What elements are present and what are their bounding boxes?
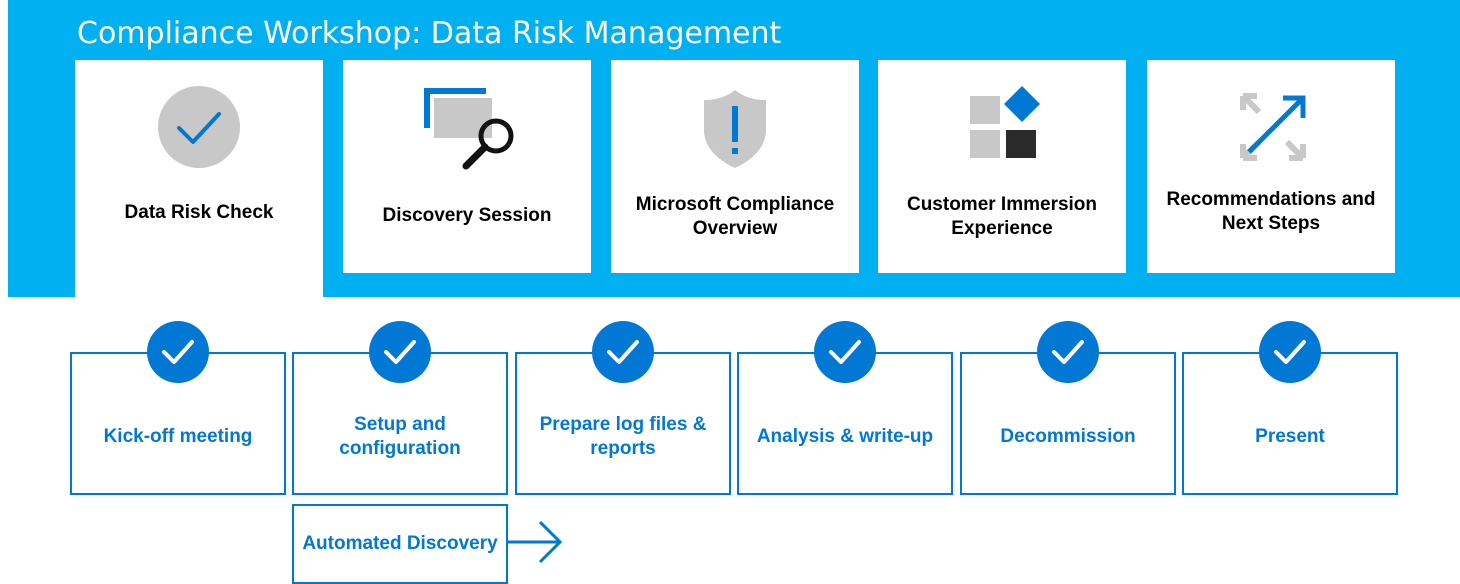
magnifier-windows-icon [343, 82, 591, 172]
step-label: Kick-off meeting [103, 425, 253, 447]
sub-step-automated-discovery[interactable]: Automated Discovery [292, 504, 508, 584]
sub-step-label: Automated Discovery [302, 533, 498, 554]
arrow-right-icon [508, 518, 568, 571]
step-label: Present [1255, 425, 1325, 447]
module-card-data-risk-check[interactable]: Data Risk Check [75, 60, 323, 300]
check-icon [369, 321, 431, 383]
module-card-recommendations[interactable]: Recommendations and Next Steps [1147, 60, 1395, 273]
module-label: Microsoft Compliance Overview [635, 194, 835, 239]
expand-arrows-icon [1147, 82, 1395, 172]
step-setup-configuration[interactable]: Setup and configuration [292, 352, 508, 495]
step-label: Decommission [1000, 425, 1136, 447]
check-icon [814, 321, 876, 383]
check-icon [147, 321, 209, 383]
page-title: Compliance Workshop: Data Risk Managemen… [77, 16, 782, 51]
module-card-compliance-overview[interactable]: Microsoft Compliance Overview [611, 60, 859, 273]
module-label: Recommendations and Next Steps [1166, 189, 1376, 234]
module-label: Discovery Session [382, 205, 552, 226]
step-label: Analysis & write-up [756, 425, 934, 447]
module-card-discovery-session[interactable]: Discovery Session [343, 60, 591, 273]
blocks-diamond-icon [878, 82, 1126, 172]
module-card-customer-immersion[interactable]: Customer Immersion Experience [878, 60, 1126, 273]
step-label: Setup and configuration [339, 413, 461, 459]
check-icon [1037, 321, 1099, 383]
module-label: Data Risk Check [124, 202, 274, 223]
module-label: Customer Immersion Experience [906, 194, 1098, 239]
check-icon [1259, 321, 1321, 383]
check-icon [592, 321, 654, 383]
step-label: Prepare log files & reports [539, 413, 707, 459]
check-circle-icon [75, 82, 323, 172]
shield-alert-icon [611, 82, 859, 172]
